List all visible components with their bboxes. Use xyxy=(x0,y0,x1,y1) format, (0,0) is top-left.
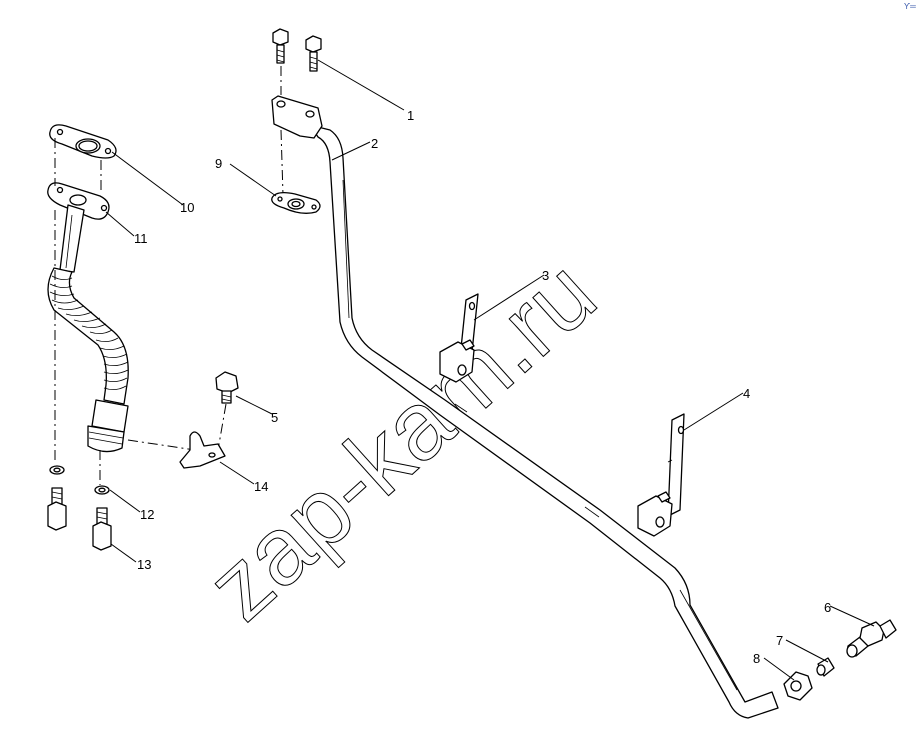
callout-8: 8 xyxy=(753,651,760,666)
stud-13 xyxy=(92,507,112,551)
bolt-5 xyxy=(215,371,239,404)
callout-11: 11 xyxy=(134,231,148,246)
callout-5: 5 xyxy=(271,410,278,425)
callout-14: 14 xyxy=(254,479,268,494)
clamp-bracket-3 xyxy=(439,293,479,383)
callout-9: 9 xyxy=(215,156,222,171)
washer-12-left xyxy=(49,465,65,475)
callout-6: 6 xyxy=(824,600,831,615)
callout-4: 4 xyxy=(743,386,750,401)
callout-12: 12 xyxy=(140,507,154,522)
corner-mark: Ƴ═ xyxy=(904,2,916,11)
sleeve-7 xyxy=(816,657,835,677)
nut-8 xyxy=(783,671,813,701)
callout-1: 1 xyxy=(407,108,414,123)
washer-12 xyxy=(94,485,110,495)
pipe-flange-top xyxy=(271,95,323,139)
gasket-9 xyxy=(271,192,321,214)
leader-lines xyxy=(105,59,875,681)
callout-2: 2 xyxy=(371,136,378,151)
stud-13-left xyxy=(47,487,67,531)
callout-13: 13 xyxy=(137,557,151,572)
clamp-bracket-4 xyxy=(637,413,685,537)
bolt-1b xyxy=(305,35,322,72)
bolt-1a xyxy=(272,28,289,64)
oil-pipe-main xyxy=(309,124,779,719)
callout-3: 3 xyxy=(542,268,549,283)
gasket-10 xyxy=(49,124,117,159)
callout-7: 7 xyxy=(776,633,783,648)
callout-10: 10 xyxy=(180,200,194,215)
union-fitting-6 xyxy=(846,619,897,658)
watermark: zap-kam.ru xyxy=(187,239,616,641)
watermark-text: zap-kam.ru xyxy=(187,240,615,641)
return-hose-11 xyxy=(47,182,129,453)
bracket-14 xyxy=(179,431,226,469)
